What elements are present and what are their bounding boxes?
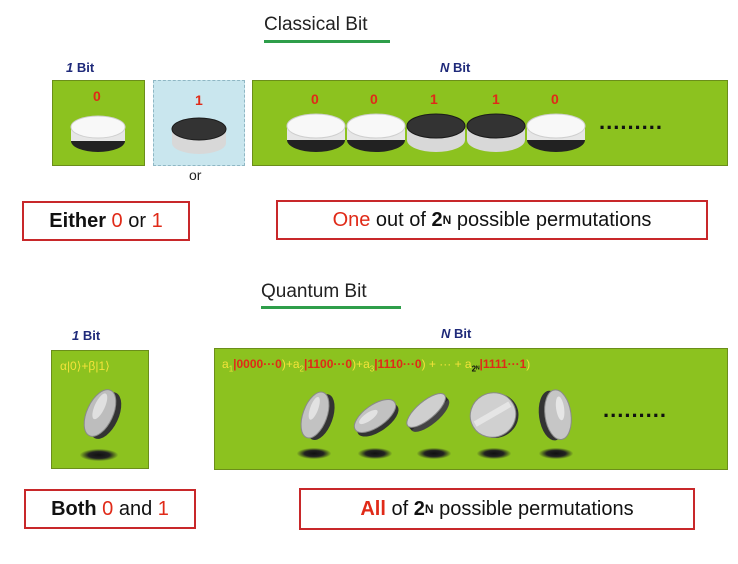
quantum-title-underline <box>261 306 401 309</box>
coin-shadow <box>80 449 118 461</box>
white-coin <box>526 109 586 155</box>
classical-digit-one: 1 <box>195 92 203 108</box>
classical-n-digit: 1 <box>492 91 500 107</box>
classical-title-underline <box>264 40 390 43</box>
white-coin <box>346 109 406 155</box>
white-coin <box>286 109 346 155</box>
classical-caption-either: Either 0 or 1 <box>22 201 190 241</box>
coin-shadow <box>539 448 573 459</box>
quantum-ellipsis: ......... <box>603 397 667 423</box>
classical-digit-zero: 0 <box>93 88 101 104</box>
classical-n-bit-panel: 0 0 1 1 0 ......... <box>252 80 728 166</box>
quantum-one-bit-label: 1 Bit <box>72 328 100 343</box>
classical-single-bit-panel-one: 1 <box>153 80 245 166</box>
classical-n-digit: 0 <box>370 91 378 107</box>
tilted-coin <box>405 385 455 445</box>
classical-single-bit-panel-zero: 0 <box>52 80 145 166</box>
classical-n-bit-label: N Bit <box>440 60 470 75</box>
tilted-coin <box>465 387 521 443</box>
classical-ellipsis: ......... <box>599 109 663 135</box>
tilted-coin <box>347 391 403 441</box>
quantum-n-bit-panel: a1|0000···0)+a2|1100···0)+a3|1110···0) +… <box>214 348 728 470</box>
quantum-n-bit-label: N Bit <box>441 326 471 341</box>
classical-one-bit-label: 1 Bit <box>66 60 94 75</box>
classical-title: Classical Bit <box>264 14 367 36</box>
classical-n-digit: 0 <box>311 91 319 107</box>
tilted-coin <box>70 383 130 443</box>
classical-n-digit: 1 <box>430 91 438 107</box>
quantum-single-bit-panel: α|0⟩+β|1⟩ <box>51 350 149 469</box>
or-label: or <box>189 167 201 183</box>
tilted-coin <box>287 387 343 443</box>
white-coin <box>70 111 126 156</box>
coin-shadow <box>358 448 392 459</box>
quantum-n-formula: a1|0000···0)+a2|1100···0)+a3|1110···0) +… <box>222 357 530 373</box>
black-coin <box>171 113 227 158</box>
quantum-caption-both: Both 0 and 1 <box>24 489 196 529</box>
classical-n-digit: 0 <box>551 91 559 107</box>
black-coin <box>406 109 466 155</box>
coin-shadow <box>297 448 331 459</box>
coin-shadow <box>417 448 451 459</box>
tilted-coin <box>531 387 581 443</box>
quantum-single-formula: α|0⟩+β|1⟩ <box>60 359 110 373</box>
black-coin <box>466 109 526 155</box>
quantum-title: Quantum Bit <box>261 281 367 303</box>
coin-shadow <box>477 448 511 459</box>
